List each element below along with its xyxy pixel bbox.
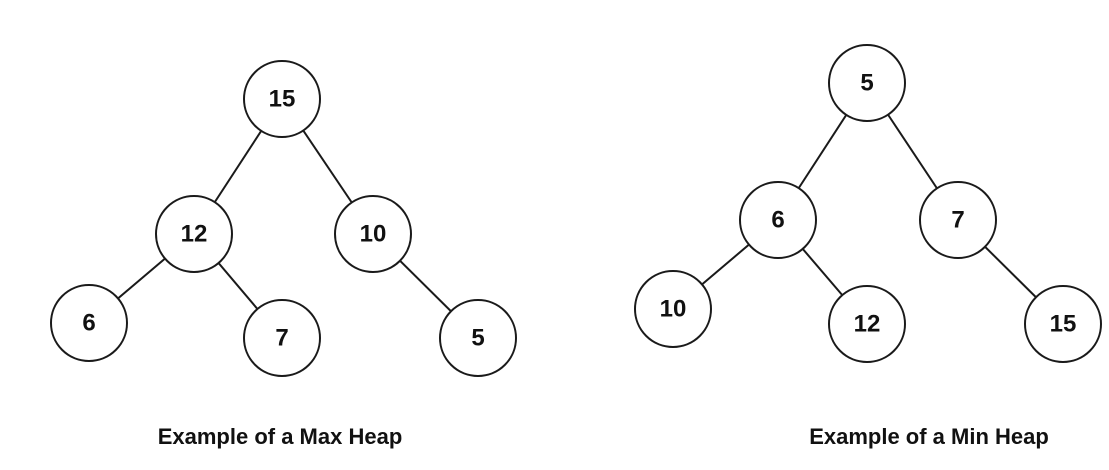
max-heap-node-5: 5 [439, 299, 517, 377]
max-heap-node-6: 6 [50, 284, 128, 362]
min-heap-node-12-label: 12 [854, 311, 881, 338]
min-heap-node-5-label: 5 [860, 70, 873, 97]
max-heap-node-10-label: 10 [360, 221, 387, 248]
min-heap-node-10: 10 [634, 270, 712, 348]
max-heap-node-12: 12 [155, 195, 233, 273]
min-heap-node-15-label: 15 [1050, 311, 1077, 338]
max-heap-node-6-label: 6 [82, 310, 95, 337]
max-heap-tree: 15 12 10 6 7 5 Example o [50, 60, 517, 449]
max-heap-node-5-label: 5 [471, 325, 484, 352]
min-heap-caption: Example of a Min Heap [809, 424, 1049, 449]
max-heap-node-10: 10 [334, 195, 412, 273]
max-heap-node-12-label: 12 [181, 221, 208, 248]
min-heap-tree: 5 6 7 10 12 15 Example o [634, 44, 1102, 449]
max-heap-node-7: 7 [243, 299, 321, 377]
min-heap-node-10-label: 10 [660, 296, 687, 323]
max-heap-node-7-label: 7 [275, 325, 288, 352]
max-heap-node-15-label: 15 [269, 86, 296, 113]
min-heap-node-5: 5 [828, 44, 906, 122]
min-heap-node-6-label: 6 [771, 207, 784, 234]
max-heap-caption: Example of a Max Heap [158, 424, 403, 449]
min-heap-node-7-label: 7 [951, 207, 964, 234]
min-heap-node-12: 12 [828, 285, 906, 363]
min-heap-node-15: 15 [1024, 285, 1102, 363]
min-heap-node-6: 6 [739, 181, 817, 259]
min-heap-node-7: 7 [919, 181, 997, 259]
max-heap-node-15: 15 [243, 60, 321, 138]
